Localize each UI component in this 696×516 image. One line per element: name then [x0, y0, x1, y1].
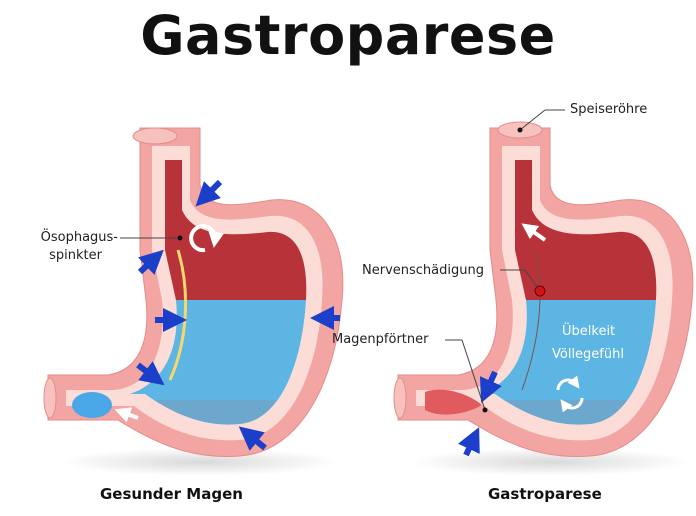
- circular-arrow-icon: [189, 224, 225, 253]
- nerve-damage-label: Nervenschädigung: [362, 263, 484, 278]
- gastroparesis-stomach: [393, 109, 694, 476]
- page-title: Gastroparese: [140, 4, 556, 67]
- nausea-label: Übelkeit: [562, 324, 616, 339]
- weak-contraction-arrow-icons: [458, 370, 502, 457]
- fullness-label: Völlegefühl: [552, 347, 624, 362]
- healthy-caption: Gesunder Magen: [100, 485, 243, 503]
- sphincter-label-line2: spinkter: [49, 248, 102, 263]
- esophagus-label: Speiseröhre: [570, 102, 648, 117]
- sphincter-label-line1: Ösophagus-: [40, 230, 118, 245]
- circular-arrow-icon: [556, 375, 584, 413]
- pylorus-label: Magenpförtner: [332, 332, 429, 347]
- gastroparesis-caption: Gastroparese: [488, 485, 602, 503]
- contraction-arrow-icons: [136, 179, 340, 451]
- food-bolus: [72, 392, 112, 418]
- healthy-stomach: [43, 127, 344, 476]
- sphincter-label: Ösophagus- spinkter: [30, 229, 118, 265]
